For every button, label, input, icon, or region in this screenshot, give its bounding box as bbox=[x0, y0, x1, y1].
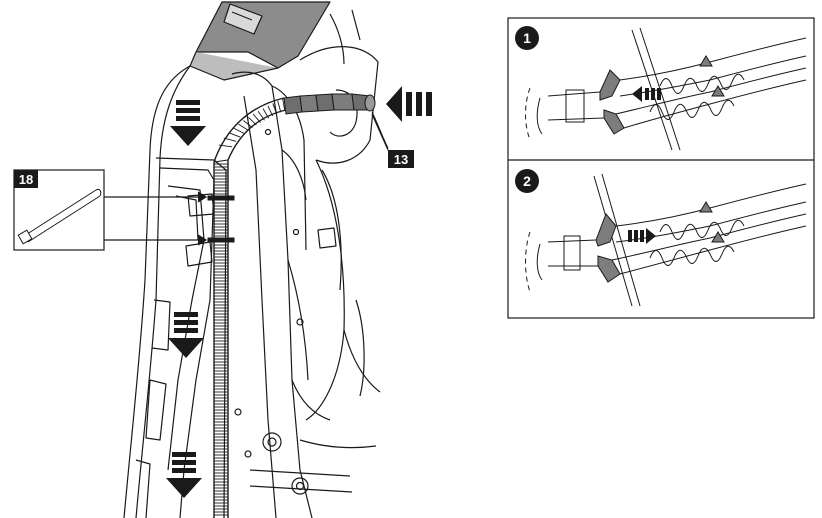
part-13-label: 13 bbox=[394, 152, 408, 167]
conduit-rib bbox=[234, 128, 245, 133]
conduit-rib bbox=[258, 111, 264, 120]
leader-line-13 bbox=[372, 114, 388, 150]
part-18-box: 18 bbox=[14, 170, 104, 250]
arrow-down-icon bbox=[170, 100, 206, 146]
leader-lines-18 bbox=[104, 192, 206, 245]
part-13-callout: 13 bbox=[388, 150, 414, 168]
arrow-left-icon bbox=[386, 86, 432, 122]
conduit-rib bbox=[224, 138, 236, 141]
conduit-rib bbox=[253, 114, 260, 123]
step-panels bbox=[508, 18, 814, 318]
conduit-rib bbox=[248, 117, 256, 125]
step-1-number: 1 bbox=[523, 30, 531, 46]
conduit-rib bbox=[278, 101, 281, 112]
step-panels-frame bbox=[508, 18, 814, 318]
part-18-label: 18 bbox=[19, 172, 33, 187]
step-2-number: 2 bbox=[523, 173, 531, 189]
vehicle-pillar-drawing bbox=[124, 2, 380, 518]
conduit-rib bbox=[239, 124, 249, 130]
conduit-rib bbox=[229, 133, 241, 137]
